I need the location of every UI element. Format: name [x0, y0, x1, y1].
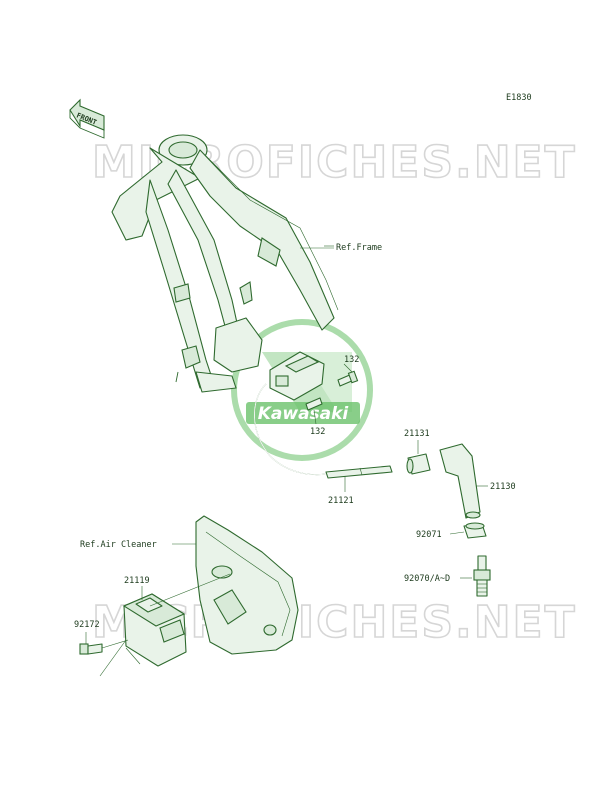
- label-132-lower: 132: [310, 427, 325, 437]
- label-92172: 92172: [74, 620, 100, 630]
- label-21119: 21119: [124, 576, 150, 586]
- label-ref-frame: Ref.Frame: [336, 243, 382, 253]
- air-cleaner-housing: [195, 515, 299, 655]
- bolt-132-upper: [337, 370, 359, 387]
- igniter-unit: [122, 593, 187, 667]
- label-21130: 21130: [490, 482, 516, 492]
- label-21131: 21131: [404, 429, 430, 439]
- label-92070: 92070/A~D: [404, 574, 450, 584]
- diagram-code: E1830: [506, 93, 532, 103]
- front-arrow-icon: FRONT: [69, 98, 105, 139]
- ignition-coil: [254, 351, 327, 476]
- frame: [111, 134, 339, 393]
- plug-cap-seal: [406, 453, 431, 475]
- bolt-132-lower: [305, 397, 323, 411]
- label-92071: 92071: [416, 530, 442, 540]
- label-ref-air-cleaner: Ref.Air Cleaner: [80, 540, 157, 550]
- label-132-upper: 132: [344, 355, 359, 365]
- spark-plug: [473, 555, 491, 597]
- igniter-bolt: [79, 643, 103, 655]
- label-21121: 21121: [328, 496, 354, 506]
- spark-plug-cap: [439, 443, 481, 519]
- plug-nut: [463, 522, 487, 539]
- ht-cable-end: [325, 465, 393, 479]
- logo-text: Kawasaki: [258, 404, 350, 424]
